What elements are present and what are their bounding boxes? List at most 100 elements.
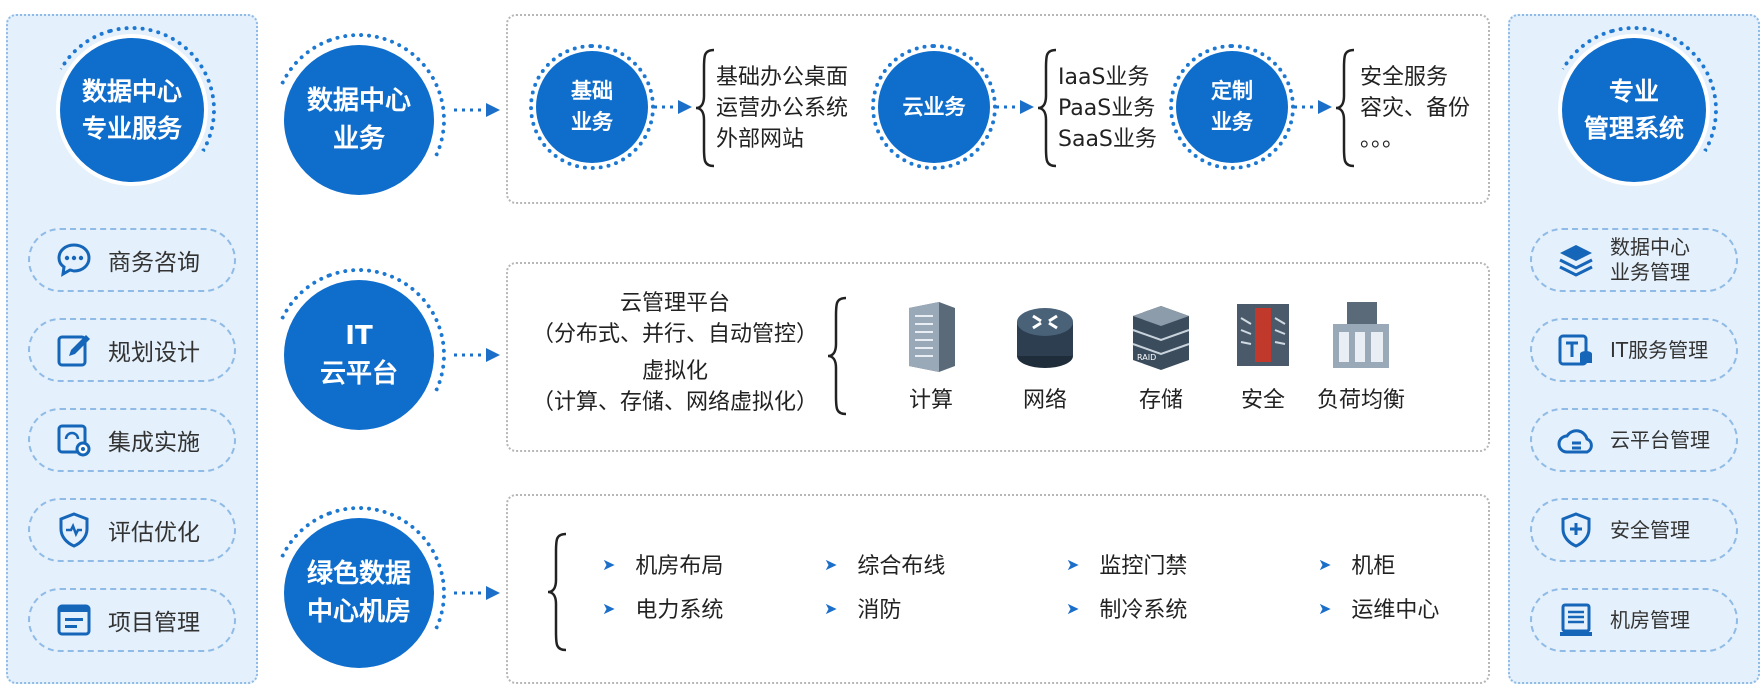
mgmt-item-cloud[interactable]: 云平台管理 <box>1530 408 1738 472</box>
equipment-label: 计算 <box>908 388 953 413</box>
shield-plus-icon <box>1556 510 1596 550</box>
left-panel-title-circle: 数据中心 专业服务 <box>60 38 204 182</box>
firewall-icon <box>1237 304 1289 366</box>
right-panel-title-circle: 专业 管理系统 <box>1562 38 1706 182</box>
service-item-label: 集成实施 <box>108 430 200 456</box>
equipment-network: 网络 <box>990 298 1100 414</box>
service-item-label: 项目管理 <box>108 610 200 636</box>
mgmt-item-label: 机房管理 <box>1610 607 1690 632</box>
mgmt-item-label: 安全管理 <box>1610 517 1690 542</box>
mgmt-item-it-service[interactable]: IT服务管理 <box>1530 318 1738 382</box>
triangle-bullet-icon: ➤ <box>602 554 616 574</box>
equipment-load-balancer: 负荷均衡 <box>1306 298 1416 414</box>
list-item: 容灾、备份 <box>1360 96 1471 121</box>
equipment-label: 存储 <box>1138 388 1183 413</box>
mgmt-item-label: IT服务管理 <box>1610 337 1709 362</box>
service-item-consulting[interactable]: 商务咨询 <box>28 228 236 292</box>
triangle-bullet-icon: ➤ <box>824 598 838 618</box>
brace-icon <box>1335 48 1355 168</box>
business-row-circle: 数据中心 业务 <box>284 45 434 195</box>
cloud-icon <box>1556 420 1596 460</box>
shield-pulse-icon <box>54 510 94 550</box>
green-row-title: 绿色数据 中心机房 <box>306 559 411 627</box>
cloud-row-circle: IT 云平台 <box>284 280 434 430</box>
facility-item: ➤ 运维中心 <box>1318 592 1439 624</box>
mgmt-item-dc-business[interactable]: 数据中心 业务管理 <box>1530 228 1738 292</box>
facility-label: 机柜 <box>1351 554 1396 579</box>
service-item-evaluation[interactable]: 评估优化 <box>28 498 236 562</box>
chat-bubble-icon <box>54 240 94 280</box>
network-router-icon <box>1017 308 1073 368</box>
facility-item: ➤ 机房布局 <box>602 548 723 580</box>
server-room-icon <box>1556 600 1596 640</box>
facility-label: 运维中心 <box>1351 598 1440 623</box>
edit-pencil-icon <box>54 330 94 370</box>
compute-server-icon <box>909 302 955 372</box>
equipment-compute: 计算 <box>876 298 986 414</box>
mgmt-item-label: 云平台管理 <box>1610 427 1710 452</box>
right-panel-title: 专业 管理系统 <box>1583 77 1684 143</box>
triangle-bullet-icon: ➤ <box>602 598 616 618</box>
brace-icon <box>695 48 715 168</box>
it-database-icon <box>1556 330 1596 370</box>
brace-icon <box>827 296 847 416</box>
mgmt-item-room[interactable]: 机房管理 <box>1530 588 1738 652</box>
facility-item: ➤消防 <box>824 592 901 624</box>
cloud-business-label: 云业务 <box>902 94 966 119</box>
basic-business-circle: 基础 业务 <box>529 44 655 170</box>
facility-label: 机房布局 <box>635 554 724 579</box>
list-item: IaaS业务 <box>1058 65 1150 90</box>
green-row-circle: 绿色数据 中心机房 <box>284 518 434 668</box>
triangle-bullet-icon: ➤ <box>1066 554 1080 574</box>
facility-item: ➤ 综合布线 <box>824 548 945 580</box>
triangle-bullet-icon: ➤ <box>1318 554 1332 574</box>
mgmt-item-label: 数据中心 业务管理 <box>1610 235 1690 284</box>
list-item: 外部网站 <box>716 127 805 152</box>
layers-icon <box>1556 240 1596 280</box>
cloud-business-circle: 云业务 <box>871 44 997 170</box>
service-item-label: 评估优化 <box>108 520 200 546</box>
brace-icon <box>1037 48 1057 168</box>
list-item: PaaS业务 <box>1058 96 1156 121</box>
equipment-security: 安全 <box>1208 298 1318 414</box>
arrow-right-icon <box>454 586 500 600</box>
service-item-planning[interactable]: 规划设计 <box>28 318 236 382</box>
arrow-right-icon <box>996 100 1034 114</box>
facility-label: 监控门禁 <box>1099 554 1188 579</box>
cloud-platform-line: （分布式、并行、自动管控） <box>531 322 818 347</box>
service-item-project[interactable]: 项目管理 <box>28 588 236 652</box>
integration-gear-icon <box>54 420 94 460</box>
brace-icon <box>547 532 567 652</box>
facility-label: 综合布线 <box>857 554 946 579</box>
cloud-business-list: IaaS业务 PaaS业务 SaaS业务 <box>1058 62 1157 155</box>
triangle-bullet-icon: ➤ <box>1318 598 1332 618</box>
basic-business-label: 基础 业务 <box>571 79 613 134</box>
equipment-storage: RAID 存储 <box>1106 298 1216 414</box>
project-window-icon <box>54 600 94 640</box>
facility-label: 制冷系统 <box>1099 598 1188 623</box>
facility-item: ➤ 机柜 <box>1318 548 1395 580</box>
list-item: 基础办公桌面 <box>716 65 849 90</box>
list-item: 安全服务 <box>1360 65 1449 90</box>
facility-item: ➤电力系统 <box>602 592 723 624</box>
svg-text:RAID: RAID <box>1137 353 1156 362</box>
arrow-right-icon <box>1294 100 1332 114</box>
service-item-label: 规划设计 <box>108 340 200 366</box>
arrow-right-icon <box>654 100 692 114</box>
triangle-bullet-icon: ➤ <box>824 554 838 574</box>
list-item: SaaS业务 <box>1058 127 1157 152</box>
cloud-row-box <box>506 262 1490 452</box>
green-row-box <box>506 494 1490 684</box>
triangle-bullet-icon: ➤ <box>1066 598 1080 618</box>
service-item-integration[interactable]: 集成实施 <box>28 408 236 472</box>
load-balancer-icon <box>1333 302 1389 368</box>
facility-item: ➤ 监控门禁 <box>1066 548 1187 580</box>
cloud-platform-line: 云管理平台 <box>619 291 730 316</box>
mgmt-item-security[interactable]: 安全管理 <box>1530 498 1738 562</box>
arrow-right-icon <box>454 348 500 362</box>
cloud-row-title: IT 云平台 <box>319 321 398 389</box>
left-panel-title: 数据中心 专业服务 <box>81 77 182 143</box>
custom-business-list: 安全服务 容灾、备份 。。。 <box>1360 62 1470 155</box>
facility-item: ➤ 制冷系统 <box>1066 592 1187 624</box>
equipment-label: 安全 <box>1240 388 1285 413</box>
